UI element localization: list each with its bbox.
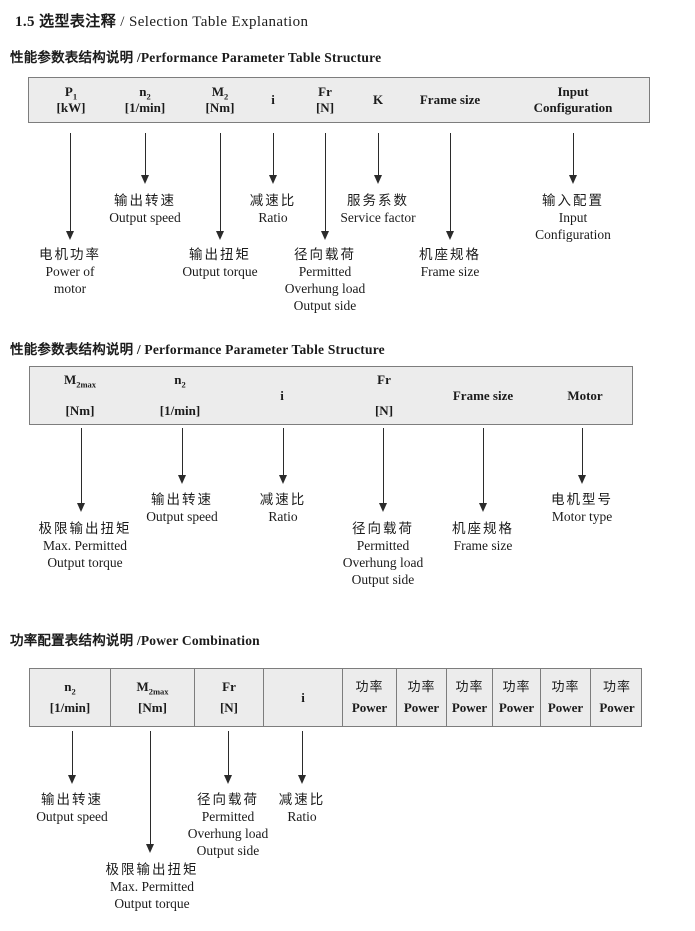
callout-power-of-motor: 电机功率 Power of motor — [39, 247, 101, 296]
section1-heading: 性能参数表结构说明 /Performance Parameter Table S… — [10, 50, 382, 65]
callout-overhung-load: 径向载荷 Permitted Overhung load Output side — [187, 792, 269, 858]
arrow-i — [269, 133, 277, 184]
arrow-fr — [379, 428, 387, 512]
arrow-frame-size — [479, 428, 487, 512]
col-fr: Fr [N] — [374, 372, 394, 418]
callout-ratio: 减速比 Ratio — [278, 792, 326, 824]
arrow-n2 — [141, 133, 149, 184]
subscript: 2max — [76, 379, 97, 390]
col-m2max: M2max [Nm] — [63, 372, 97, 418]
section2-parameter-table — [29, 366, 633, 425]
callout-frame-size: 机座规格 Frame size — [419, 247, 481, 279]
callout-output-speed: 输出转速 Output speed — [146, 492, 218, 524]
callout-overhung-load: 径向载荷 Permitted Overhung load Output side — [284, 247, 366, 313]
callout-output-speed: 输出转速 Output speed — [109, 193, 181, 225]
col-frame-size: Frame size — [452, 387, 514, 403]
col-fr: Fr [N] — [315, 84, 335, 115]
callout-output-speed: 输出转速 Output speed — [36, 792, 108, 824]
callout-max-output-torque: 极限输出扭矩 Max. Permitted Output torque — [38, 521, 132, 570]
arrow-i — [279, 428, 287, 484]
arrow-m2 — [216, 133, 224, 240]
col-k: K — [372, 92, 384, 107]
col-input-configuration: Input Configuration — [533, 84, 613, 115]
col-i: i — [264, 669, 343, 726]
arrow-fr — [321, 133, 329, 240]
col-i: i — [280, 387, 284, 403]
section1-parameter-table — [28, 77, 650, 123]
arrow-i — [298, 731, 306, 784]
col-m2: M2 [Nm] — [205, 84, 235, 115]
col-i: i — [271, 92, 275, 107]
col-p1: P1 [kW] — [56, 84, 86, 115]
arrow-fr — [224, 731, 232, 784]
col-n2: n2 [1/min] — [30, 669, 111, 726]
arrow-input-configuration — [569, 133, 577, 184]
subscript: 2max — [148, 686, 169, 697]
callout-frame-size: 机座规格 Frame size — [452, 521, 514, 553]
section3-heading: 功率配置表结构说明 /Power Combination — [10, 633, 260, 648]
callout-input-configuration: 输入配置 Input Configuration — [535, 193, 611, 242]
arrow-motor — [578, 428, 586, 484]
arrow-n2 — [68, 731, 76, 784]
arrow-p1 — [66, 133, 74, 240]
arrow-m2max — [77, 428, 85, 512]
callout-output-torque: 输出扭矩 Output torque — [182, 247, 258, 279]
callout-overhung-load: 径向载荷 Permitted Overhung load Output side — [342, 521, 424, 587]
section2-heading: 性能参数表结构说明 / Performance Parameter Table … — [10, 342, 385, 357]
col-power-3: 功率 Power — [447, 669, 493, 726]
col-n2: n2 [1/min] — [159, 372, 201, 418]
col-m2max: M2max [Nm] — [111, 669, 195, 726]
col-power-4: 功率 Power — [493, 669, 541, 726]
col-fr: Fr [N] — [195, 669, 264, 726]
subscript: 2 — [71, 686, 76, 697]
callout-service-factor: 服务系数 Service factor — [340, 193, 416, 225]
col-frame-size: Frame size — [419, 92, 481, 107]
page-title-zh: 1.5 选型表注释 — [15, 14, 117, 30]
col-power-1: 功率 Power — [343, 669, 397, 726]
callout-ratio: 减速比 Ratio — [259, 492, 307, 524]
callout-motor-type: 电机型号 Motor type — [551, 492, 613, 524]
col-power-6: 功率 Power — [599, 679, 635, 715]
arrow-n2 — [178, 428, 186, 484]
page-title-en: / Selection Table Explanation — [116, 14, 309, 30]
col-power-2: 功率 Power — [397, 669, 447, 726]
arrow-m2max — [146, 731, 154, 853]
subscript: 2 — [181, 379, 186, 390]
arrow-k — [374, 133, 382, 184]
col-n2: n2 [1/min] — [124, 84, 166, 115]
col-power-5: 功率 Power — [541, 669, 591, 726]
col-motor: Motor — [567, 387, 603, 403]
page-title: 1.5 选型表注释 / Selection Table Explanation — [15, 10, 308, 31]
subscript: 1 — [72, 91, 78, 102]
subscript: 2 — [146, 91, 151, 102]
power-combination-table: n2 [1/min] M2max [Nm] Fr [N] i 功率 Power … — [29, 668, 642, 727]
subscript: 2 — [224, 91, 229, 102]
callout-max-output-torque: 极限输出扭矩 Max. Permitted Output torque — [105, 862, 199, 911]
arrow-frame-size — [446, 133, 454, 240]
callout-ratio: 减速比 Ratio — [249, 193, 297, 225]
